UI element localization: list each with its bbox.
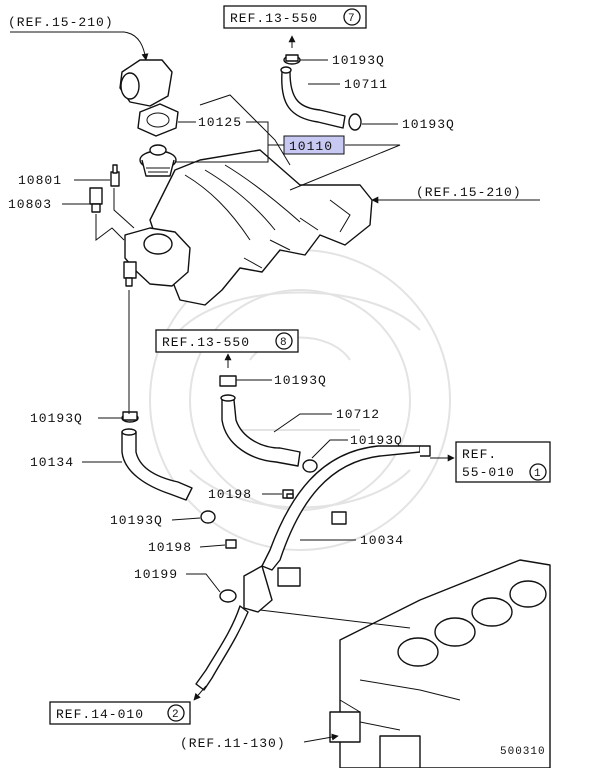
engine-block <box>329 559 551 768</box>
ref-13-550-mid-num: 8 <box>280 337 288 349</box>
part-10803[interactable]: 10803 <box>8 197 52 212</box>
water-pipe-10034 <box>195 445 431 691</box>
ref-55-010-circle <box>529 463 547 481</box>
clamp-10193q-mid <box>219 375 237 387</box>
ref-55-010-num: 1 <box>534 468 542 480</box>
labels: (REF.15-210) REF.13-550 7 10193Q 10711 1… <box>8 5 551 758</box>
part-10198-a[interactable]: 10198 <box>208 487 252 502</box>
part-10712[interactable]: 10712 <box>336 407 380 422</box>
bolt-10198-a <box>282 489 294 499</box>
clamp-10193q-lower <box>200 510 216 524</box>
ref-14-010-label: REF.14-010 <box>56 707 144 722</box>
bolt-10198-b <box>225 539 237 549</box>
ref-13-550-mid-box[interactable] <box>155 329 299 353</box>
ref-13-550-top-num: 7 <box>348 13 356 25</box>
part-10801[interactable]: 10801 <box>18 173 62 188</box>
part-10199[interactable]: 10199 <box>134 567 178 582</box>
ref-13-550-mid-label: REF.13-550 <box>162 335 250 350</box>
ref-15-210-top-label[interactable]: (REF.15-210) <box>8 15 114 30</box>
water-outlet-fitting <box>119 59 173 107</box>
part-10193q-left[interactable]: 10193Q <box>30 411 83 426</box>
ref-11-130-label[interactable]: (REF.11-130) <box>180 736 286 751</box>
ref-15-210-right-label[interactable]: (REF.15-210) <box>416 185 522 200</box>
thermostat-10110 <box>139 144 177 177</box>
part-10193q-lower[interactable]: 10193Q <box>110 513 163 528</box>
ref-13-550-top-circle <box>343 8 361 26</box>
part-10134[interactable]: 10134 <box>30 455 74 470</box>
part-10198-b[interactable]: 10198 <box>148 540 192 555</box>
clamp-10193q-top-b <box>348 113 362 131</box>
ref-55-010-line2: 55-010 <box>462 465 515 480</box>
part-10110[interactable]: 10110 <box>289 139 333 154</box>
part-10193q-top-b[interactable]: 10193Q <box>402 117 455 132</box>
diagram-id: 500310 <box>500 746 546 758</box>
part-10711[interactable]: 10711 <box>344 77 388 92</box>
hose-10712 <box>220 394 301 467</box>
part-10193q-mid[interactable]: 10193Q <box>274 373 327 388</box>
ref-13-550-top-box[interactable] <box>223 5 367 29</box>
part-10034[interactable]: 10034 <box>360 533 404 548</box>
ref-14-010-box[interactable] <box>49 701 191 725</box>
sensor-10801 <box>110 164 120 187</box>
gasket-10125 <box>137 103 179 137</box>
clamp-10193q-right <box>302 459 318 473</box>
ref-14-010-circle <box>167 704 185 722</box>
oring-10199 <box>219 589 237 603</box>
leader-lines <box>10 31 540 743</box>
sensor-10803 <box>89 187 103 213</box>
part-10193q-right[interactable]: 10193Q <box>350 433 403 448</box>
hose-10711 <box>280 66 346 129</box>
part-10193q-top-a[interactable]: 10193Q <box>332 53 385 68</box>
part-10125[interactable]: 10125 <box>198 115 242 130</box>
clamp-10193q-top-a <box>283 54 301 65</box>
ref-14-010-num: 2 <box>172 709 180 721</box>
clamp-10193q-left <box>121 411 139 423</box>
ref-13-550-mid-circle <box>275 332 293 350</box>
ref-55-010-line1: REF. <box>462 447 497 462</box>
part-10110-highlight[interactable] <box>283 135 345 155</box>
thermostat-housing <box>123 227 191 287</box>
hose-10134 <box>121 428 193 501</box>
ref-13-550-top-label: REF.13-550 <box>230 11 318 26</box>
